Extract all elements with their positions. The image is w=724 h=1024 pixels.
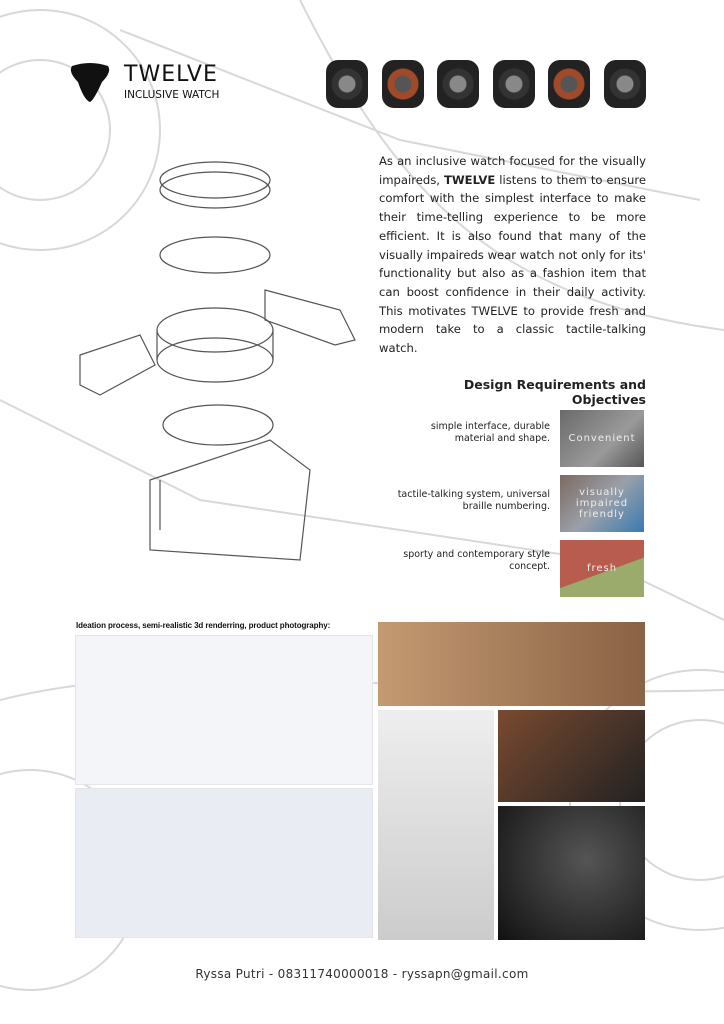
requirement-text: tactile-talking system, universal braill… (397, 489, 550, 512)
requirements-title: Design Requirements and Objectives (463, 377, 646, 407)
hand-photo (498, 710, 645, 802)
product-photo (378, 710, 494, 940)
intro-text: listens to them to ensure comfort with t… (379, 172, 646, 356)
exploded-view-drawing (79, 161, 356, 561)
requirement-image-convenient: Convenient (560, 410, 644, 467)
wrist-photo (378, 622, 645, 706)
footer-contact: Ryssa Putri - 08311740000018 - ryssapn@g… (195, 967, 529, 981)
detail-photo (498, 806, 645, 940)
sketch-grid-image (75, 635, 373, 785)
intro-text: As an inclusive watch focused for the vi… (379, 154, 646, 187)
requirement-text: sporty and contemporary style concept. (403, 549, 550, 572)
brand-subtitle: INCLUSIVE WATCH (124, 89, 220, 101)
intro-paragraph: As an inclusive watch focused for the vi… (379, 152, 646, 358)
brand-title: TWELVE (124, 62, 218, 87)
rounded-triangle-logo-icon (70, 63, 110, 102)
render-sketches-image (75, 788, 373, 938)
requirement-text: simple interface, durable material and s… (430, 421, 550, 444)
requirement-image-fresh: fresh (560, 540, 644, 597)
watch-view-image (548, 60, 591, 108)
requirement-image-friendly: visually impaired friendly (560, 475, 644, 532)
watch-view-image (381, 60, 424, 108)
watch-view-image (437, 60, 480, 108)
watch-view-image (492, 60, 535, 108)
ideation-label: Ideation process, semi-realistic 3d rend… (76, 621, 331, 630)
watch-views-strip (326, 60, 646, 110)
watch-view-image (326, 60, 368, 108)
watch-view-image (603, 60, 646, 108)
intro-brand: TWELVE (443, 172, 496, 187)
